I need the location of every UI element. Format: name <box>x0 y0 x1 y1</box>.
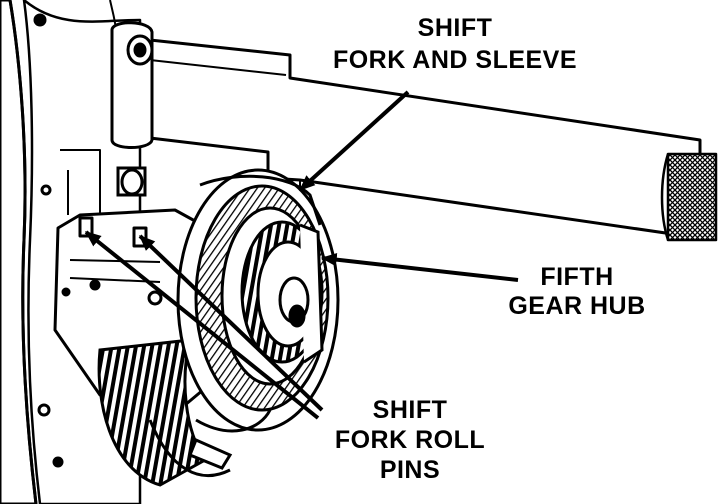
arrow-shift-fork-and-sleeve <box>298 90 410 192</box>
fifth-gear-hub <box>240 220 324 364</box>
arrow-fifth-gear-hub <box>320 253 519 282</box>
arrow-roll-pin-right <box>138 234 324 412</box>
callout-shift-fork-and-sleeve-line2: FORK AND SLEEVE <box>333 46 577 74</box>
callout-shift-fork-roll-pins-line2: FORK ROLL <box>335 426 485 454</box>
arrow-roll-pin-left <box>84 230 320 420</box>
lower-gear <box>97 338 231 487</box>
callout-shift-fork-roll-pins-line1: SHIFT <box>373 396 448 424</box>
callout-shift-fork-roll-pins-line3: PINS <box>380 456 440 484</box>
leader-arrows <box>84 90 519 420</box>
callout-fifth-gear-hub: FIFTH GEAR HUB <box>508 263 645 320</box>
fork-tab <box>188 438 233 470</box>
callout-shift-fork-roll-pins: SHIFT FORK ROLL PINS <box>335 396 485 484</box>
shift-rail <box>148 38 718 242</box>
callout-fifth-gear-hub-line1: FIFTH <box>540 263 613 291</box>
callout-fifth-gear-hub-line2: GEAR HUB <box>508 292 645 320</box>
rail-boss <box>110 21 154 197</box>
callout-shift-fork-and-sleeve: SHIFT FORK AND SLEEVE <box>333 14 577 74</box>
callout-shift-fork-and-sleeve-line1: SHIFT <box>418 14 493 42</box>
